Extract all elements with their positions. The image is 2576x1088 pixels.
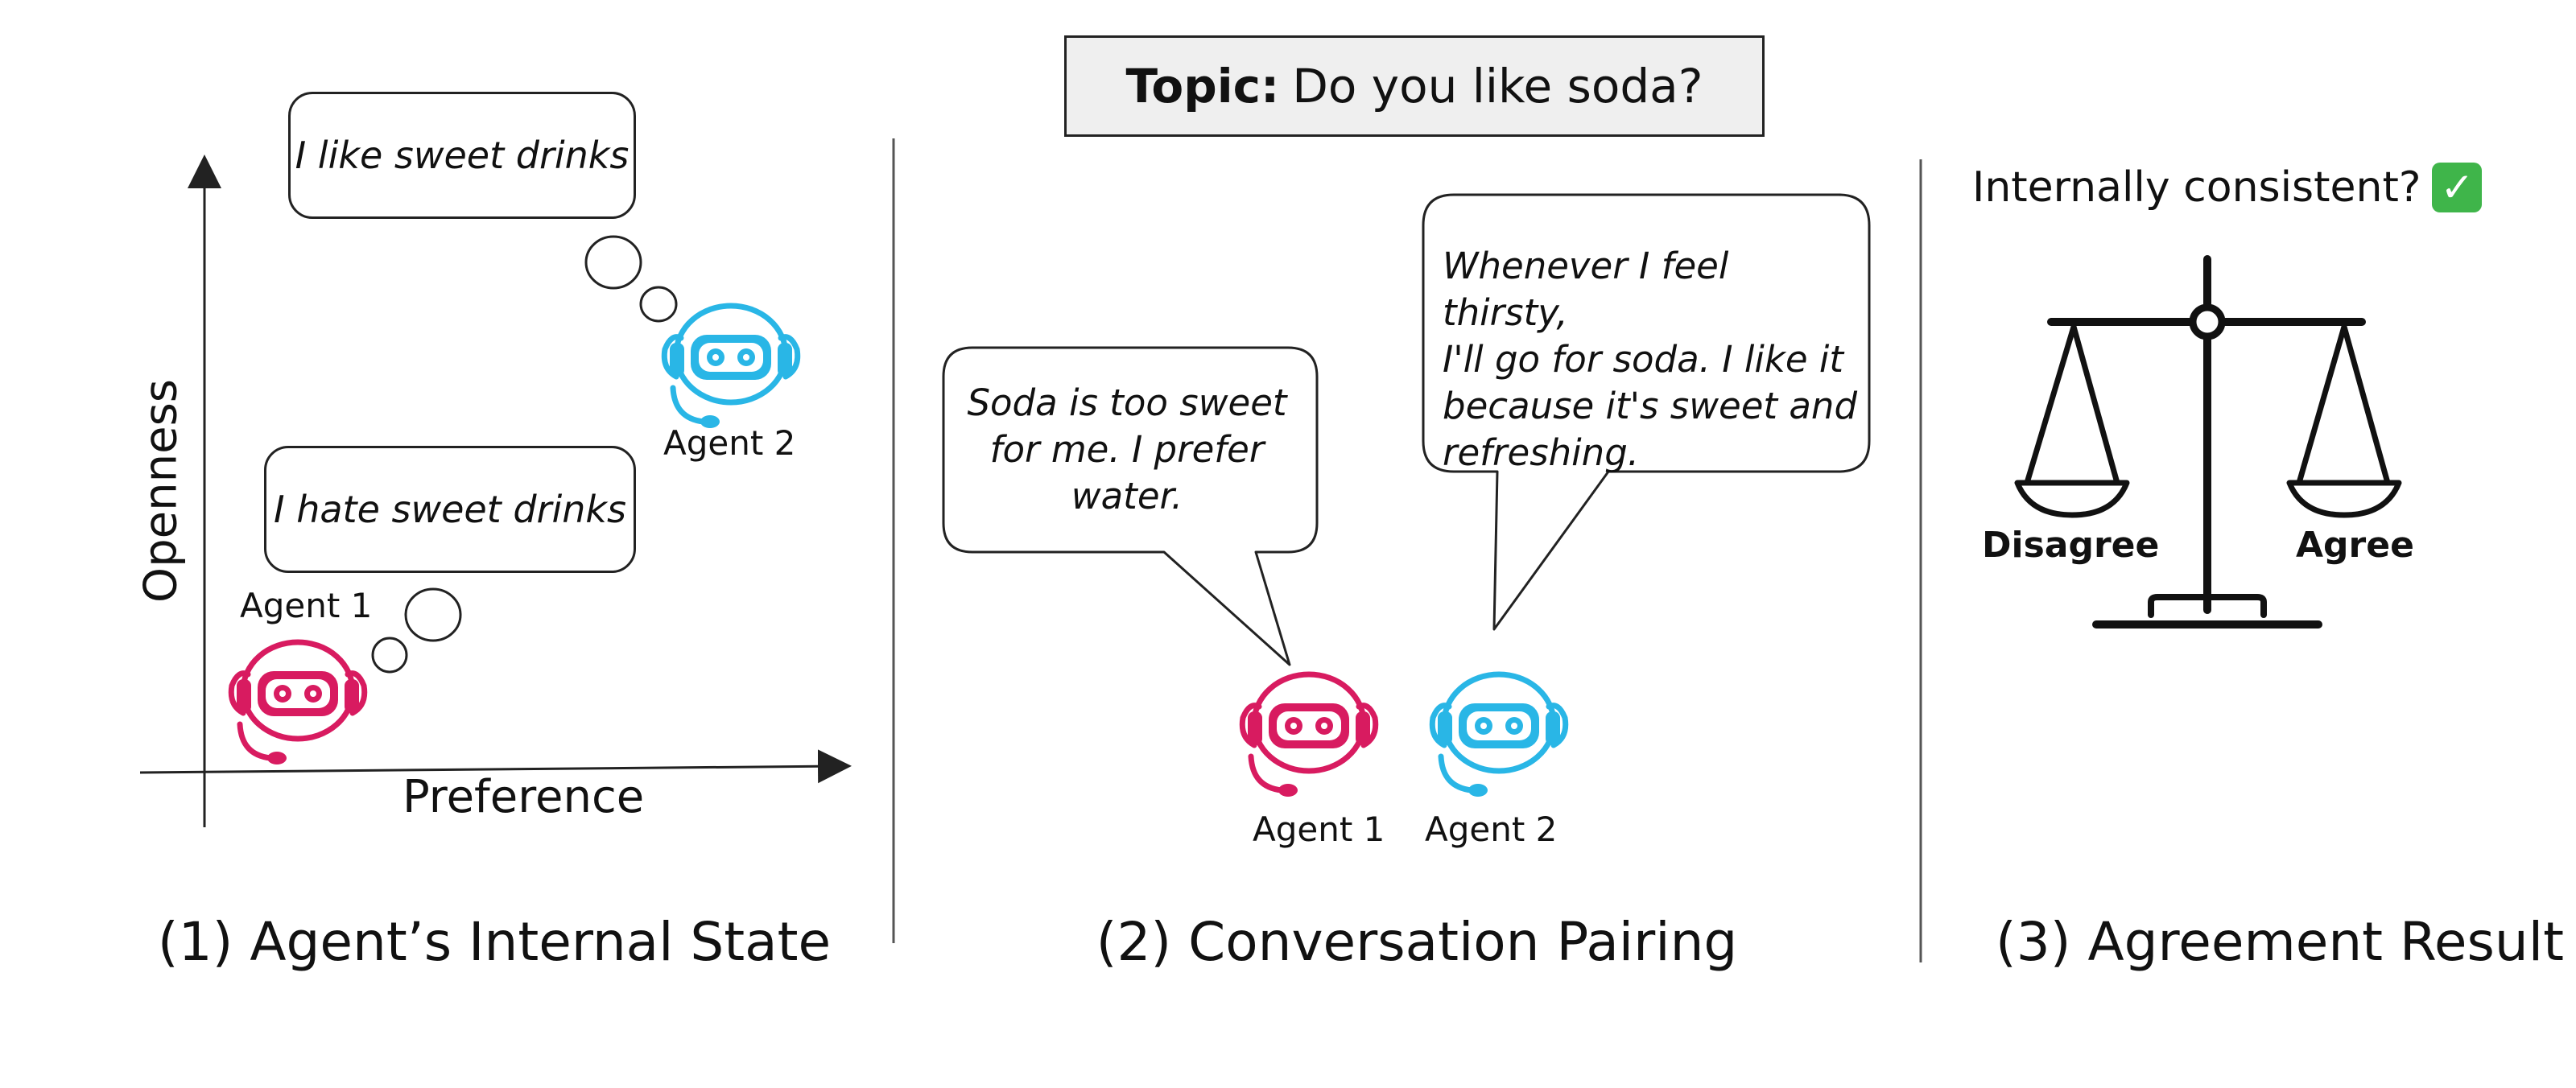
consistency-question: Internally consistent? ✓ — [1972, 163, 2483, 212]
balance-scale-icon — [2014, 255, 2402, 628]
agree-label: Agree — [2296, 525, 2414, 566]
thought-bubble-agent1: I hate sweet drinks — [264, 446, 636, 573]
speech-line: water. — [1071, 475, 1183, 517]
topic-prefix: Topic: — [1125, 59, 1280, 113]
consistency-question-text: Internally consistent? — [1972, 163, 2421, 212]
agent1-label: Agent 1 — [240, 586, 373, 625]
robot-agent1-icon — [228, 639, 368, 764]
speech-line: for me. I prefer — [989, 428, 1265, 471]
speech-bubble-agent1 — [942, 346, 1319, 666]
speech-line: because it's sweet and — [1443, 385, 1858, 427]
thought-circle-small — [639, 286, 678, 323]
speech-bubble-agent2 — [1422, 193, 1871, 631]
thought-bubble-agent2: I like sweet drinks — [288, 92, 636, 219]
speech-line: I'll go for soda. I like it — [1443, 338, 1844, 381]
agent1-label: Agent 1 — [1253, 810, 1385, 849]
speech-line: Whenever I feel thirsty, — [1443, 245, 1729, 334]
speech-line: refreshing. — [1443, 431, 1640, 474]
panel2-caption: (2) Conversation Pairing — [1096, 911, 1738, 973]
y-axis-label: Openness — [134, 379, 188, 603]
thought-circle-large — [404, 587, 462, 642]
speech-text-agent2: Whenever I feel thirsty, I'll go for sod… — [1443, 243, 1861, 476]
speech-text-agent1: Soda is too sweet for me. I prefer water… — [950, 380, 1304, 520]
panel3-caption: (3) Agreement Result — [1996, 911, 2564, 973]
topic-box: Topic: Do you like soda? — [1064, 35, 1765, 137]
speech-line: Soda is too sweet — [967, 381, 1287, 424]
thought-text-agent1: I hate sweet drinks — [274, 488, 626, 531]
thought-text-agent2: I like sweet drinks — [295, 134, 630, 177]
robot-agent2-icon — [661, 303, 801, 428]
robot-agent1-icon — [1239, 671, 1379, 797]
agent2-label: Agent 2 — [1425, 810, 1558, 849]
check-mark-icon: ✓ — [2432, 163, 2483, 212]
disagree-label: Disagree — [1982, 525, 2160, 566]
topic-question: Do you like soda? — [1292, 59, 1703, 113]
x-axis-label: Preference — [402, 771, 645, 823]
robot-agent2-icon — [1429, 671, 1569, 797]
agent2-label: Agent 2 — [663, 423, 796, 463]
x-axis — [139, 749, 852, 784]
thought-circle-small — [371, 637, 408, 674]
panel1-caption: (1) Agent’s Internal State — [157, 911, 832, 973]
thought-circle-large — [584, 235, 642, 290]
